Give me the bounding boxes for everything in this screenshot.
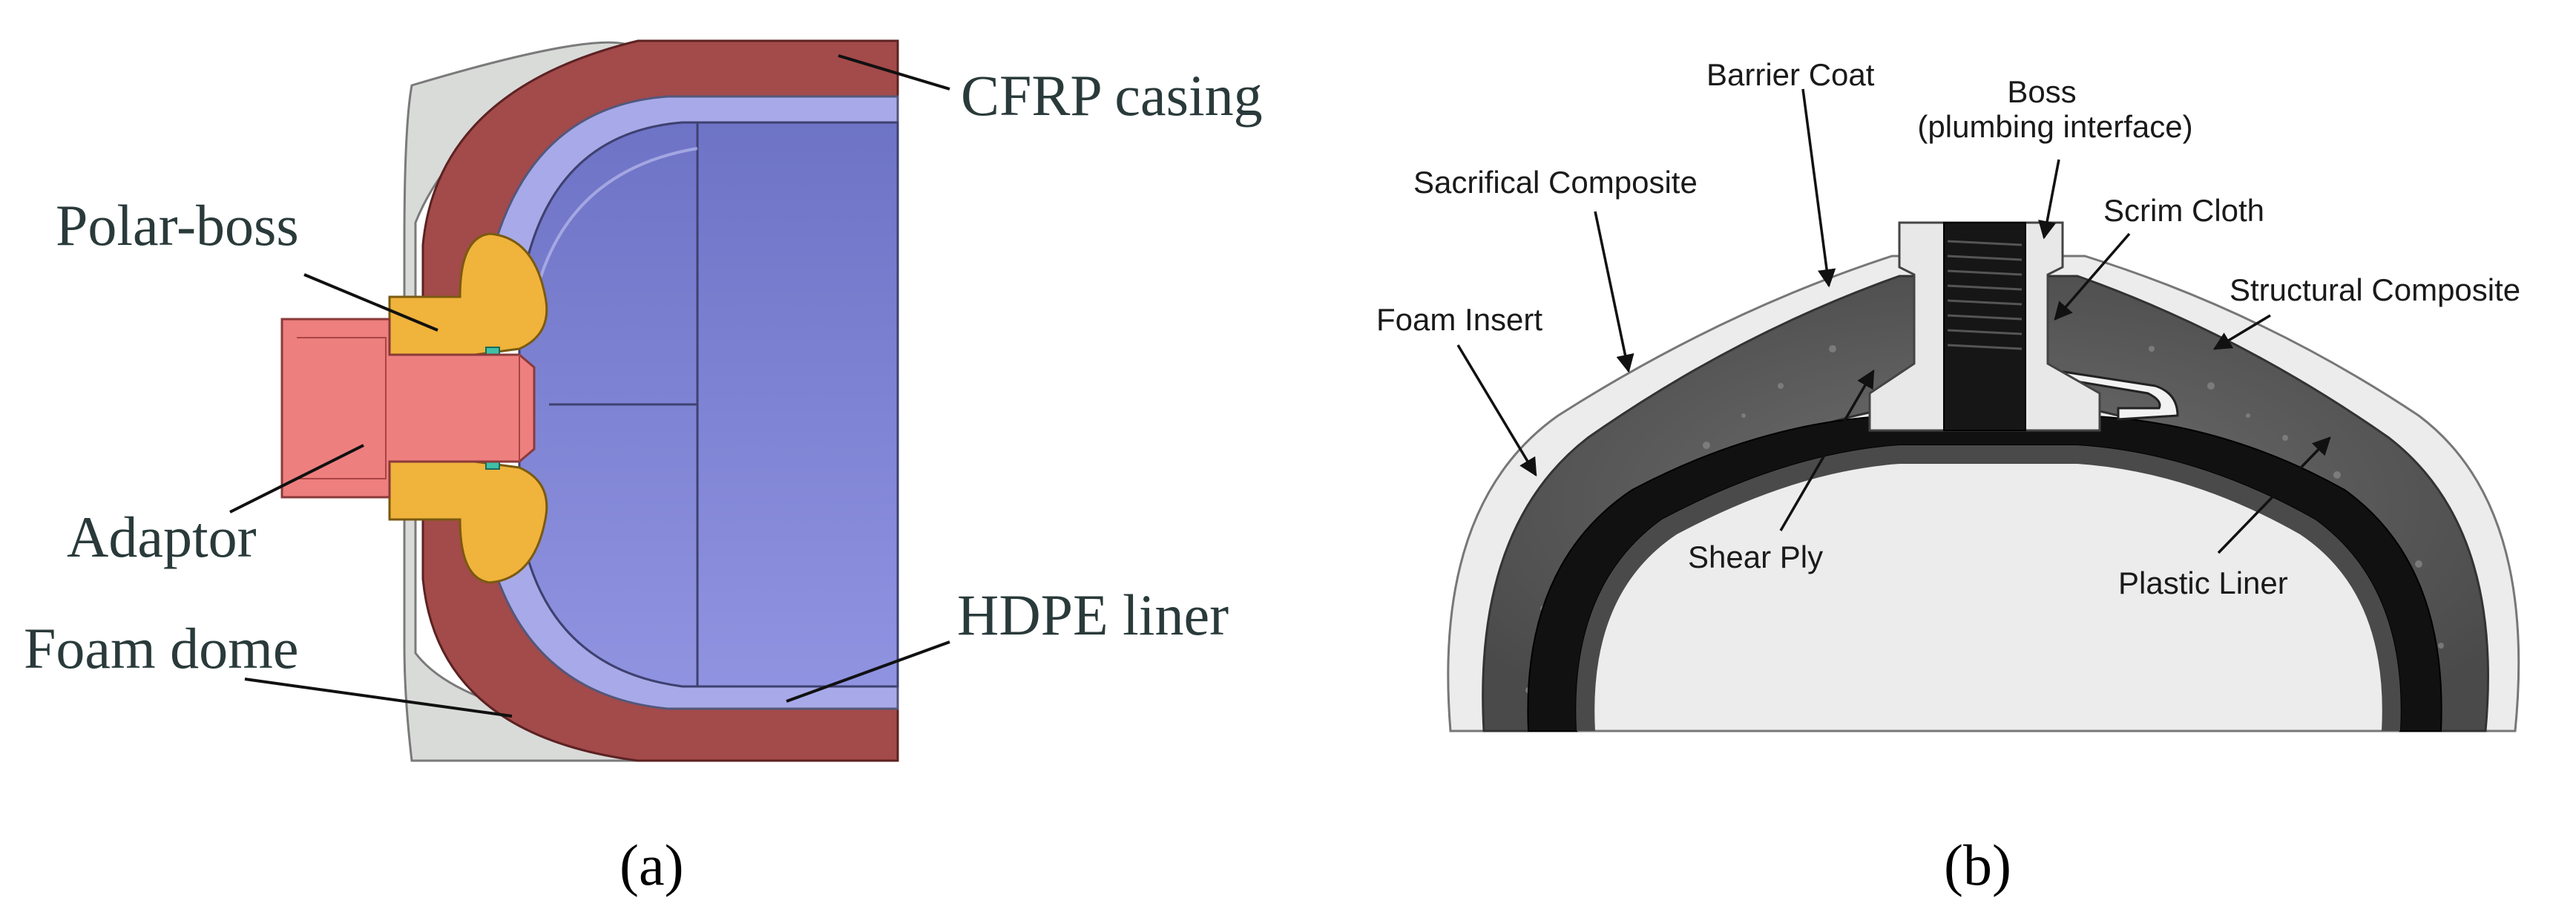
polar-boss-bottom xyxy=(388,460,548,584)
label-hdpe-liner: HDPE liner xyxy=(957,583,1229,647)
label-barrier-coat: Barrier Coat xyxy=(1706,57,1875,92)
panel-a-diagram xyxy=(229,39,950,762)
caption-b: (b) xyxy=(1944,833,2011,897)
label-sacrificial-composite: Sacrifical Composite xyxy=(1413,165,1698,200)
caption-a: (a) xyxy=(620,833,684,897)
label-boss-subtitle: (plumbing interface) xyxy=(1917,109,2192,144)
shear-ply-right xyxy=(2057,370,2179,421)
label-adaptor: Adaptor xyxy=(67,505,257,569)
label-shear-ply: Shear Ply xyxy=(1688,540,1823,574)
label-polar-boss: Polar-boss xyxy=(56,193,299,258)
label-cfrp-casing: CFRP casing xyxy=(961,63,1263,128)
label-plastic-liner: Plastic Liner xyxy=(2118,565,2288,600)
vessel-interior xyxy=(518,121,899,688)
boss-bore xyxy=(1943,222,2026,431)
panel-b-diagram xyxy=(1447,88,2520,732)
label-boss: Boss xyxy=(2007,74,2076,109)
adaptor-shape xyxy=(280,318,536,499)
label-scrim-cloth: Scrim Cloth xyxy=(2103,193,2264,228)
polar-boss-top xyxy=(388,232,548,356)
label-foam-dome: Foam dome xyxy=(24,616,298,681)
label-foam-insert: Foam Insert xyxy=(1376,302,1542,337)
label-structural-composite: Structural Composite xyxy=(2230,272,2520,307)
